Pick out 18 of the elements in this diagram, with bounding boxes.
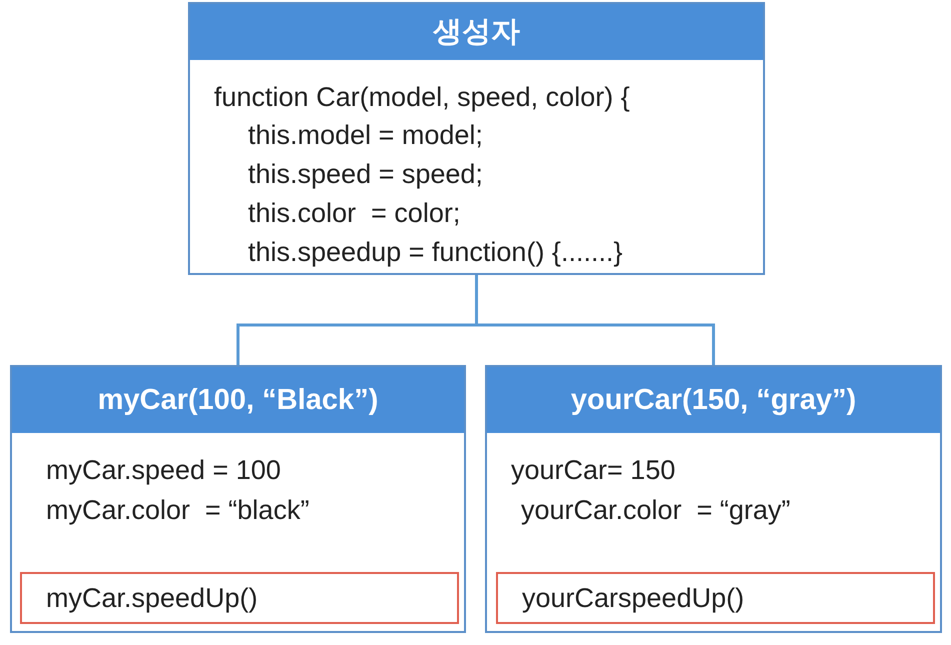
code-line: function Car(model, speed, color) { — [214, 82, 630, 113]
box-header: 생성자 — [190, 4, 763, 60]
code-line: this.speedup = function() {.......} — [248, 237, 622, 268]
code-line: myCar.color = “black” — [46, 495, 310, 526]
object-box — [10, 365, 466, 633]
code-line: this.color = color; — [248, 198, 460, 229]
code-line: this.model = model; — [248, 120, 483, 151]
highlight-box: myCar.speedUp() — [20, 572, 459, 624]
box-header: yourCar(150, “gray”) — [487, 367, 940, 433]
object-box — [485, 365, 942, 633]
highlight-box: yourCarspeedUp() — [496, 572, 935, 624]
object-box — [188, 2, 765, 275]
code-line: yourCar= 150 — [511, 455, 676, 486]
code-line: yourCar.color = “gray” — [521, 495, 790, 526]
code-line: this.speed = speed; — [248, 159, 483, 190]
box-header: myCar(100, “Black”) — [12, 367, 464, 433]
connector-line — [475, 275, 715, 365]
code-line: myCar.speed = 100 — [46, 455, 281, 486]
